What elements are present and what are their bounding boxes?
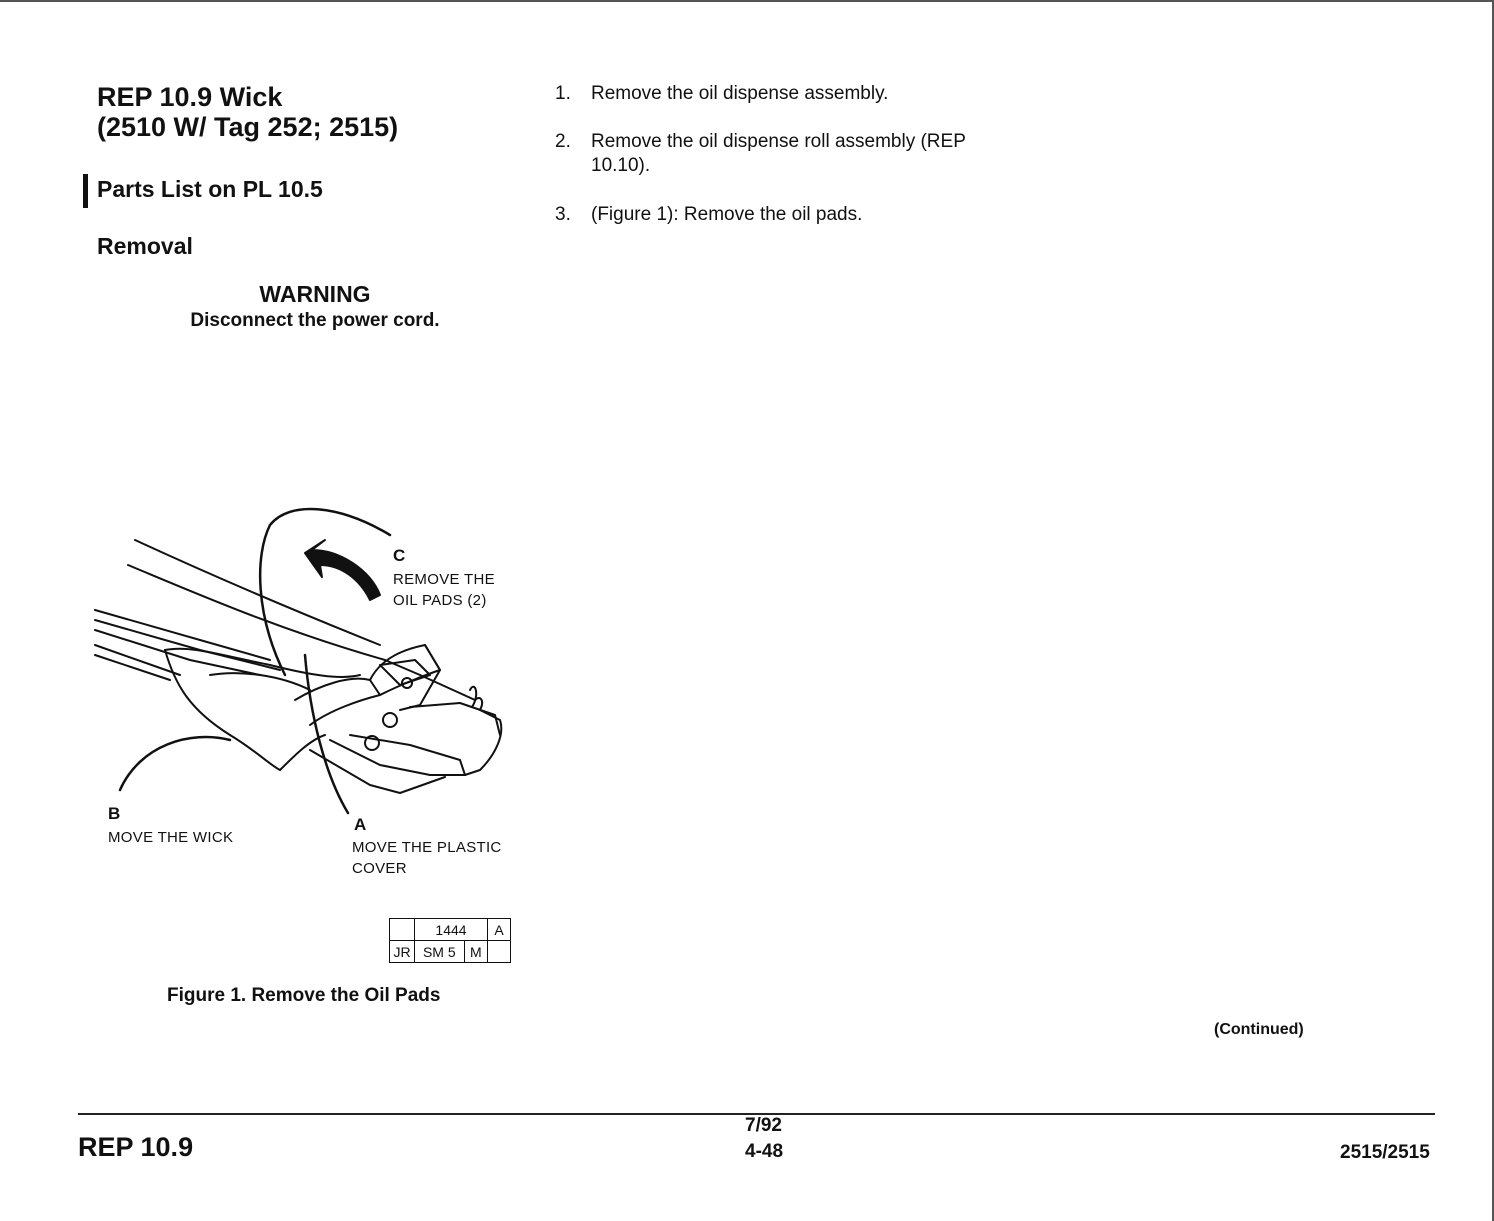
step-number: 2. [555, 131, 571, 152]
id-box-cell: JR [389, 940, 415, 963]
figure-caption: Figure 1. Remove the Oil Pads [167, 985, 441, 1006]
page-border-top [0, 0, 1494, 2]
parts-list-heading: Parts List on PL 10.5 [97, 176, 323, 202]
footer-rule [78, 1113, 1435, 1115]
callout-c-line-1: REMOVE THE [393, 571, 495, 588]
id-box-cell [487, 940, 511, 963]
id-box-cell [389, 918, 415, 941]
callout-b-text: MOVE THE WICK [108, 829, 234, 846]
id-box-cell: A [487, 918, 511, 941]
warning-title: WARNING [259, 281, 371, 307]
page-border-right [1492, 0, 1494, 1221]
footer-section-id: REP 10.9 [78, 1132, 194, 1162]
step-text: Remove the oil dispense roll assembly (R… [591, 131, 966, 176]
page-subtitle: (2510 W/ Tag 252; 2515) [97, 112, 399, 142]
id-box-cell: SM 5 [414, 940, 465, 963]
callout-c-line-2: OIL PADS (2) [393, 592, 487, 609]
callout-b-letter: B [108, 804, 121, 823]
callout-a-letter: A [354, 815, 367, 834]
change-bar [83, 174, 88, 208]
page-title: REP 10.9 Wick [97, 82, 283, 112]
step-number: 1. [555, 83, 571, 104]
continued-label: (Continued) [1214, 1021, 1304, 1038]
callout-a-line-2: COVER [352, 860, 407, 877]
id-box-cell: M [463, 940, 489, 963]
figure-id-box: 1444 A JR SM 5 M [389, 918, 511, 963]
step-number: 3. [555, 204, 571, 225]
removal-heading: Removal [97, 233, 193, 259]
footer-model: 2515/2515 [1340, 1142, 1430, 1163]
step-text: (Figure 1): Remove the oil pads. [591, 204, 863, 225]
warning-text: Disconnect the power cord. [190, 310, 440, 331]
callout-a-line-1: MOVE THE PLASTIC [352, 839, 502, 856]
step-text: Remove the oil dispense assembly. [591, 83, 889, 104]
footer-page-number: 4-48 [745, 1141, 784, 1162]
footer-date: 7/92 [745, 1115, 782, 1136]
id-box-cell: 1444 [414, 918, 488, 941]
callout-c-letter: C [393, 546, 406, 565]
oil-pad-illustration [94, 507, 503, 815]
